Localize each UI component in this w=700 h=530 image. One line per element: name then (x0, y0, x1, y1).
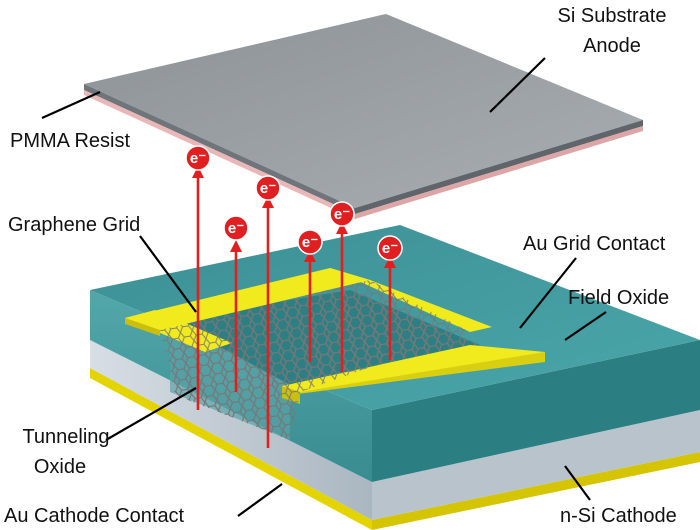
label-si-substrate: Si Substrate (558, 5, 667, 27)
electron-label: e⁻ (334, 206, 350, 223)
leader-au-grid (519, 257, 577, 329)
leader-field-oxide (564, 311, 607, 341)
electron-5: e⁻ (329, 201, 355, 227)
label-anode: Anode (583, 35, 641, 57)
leader-au-cathode (237, 483, 283, 517)
label-au-grid-contact: Au Grid Contact (523, 233, 666, 255)
electron-1: e⁻ (185, 145, 211, 171)
arrowhead-2 (230, 240, 242, 252)
n-si-cathode-layer (90, 340, 700, 520)
electron-2: e⁻ (223, 215, 249, 241)
leader-n-si (564, 465, 591, 501)
arrowhead-1 (192, 166, 204, 178)
leader-graphene (139, 235, 197, 313)
electron-trajectories (192, 166, 396, 448)
electron-6: e⁻ (377, 235, 403, 261)
si-substrate-anode-plate (84, 14, 643, 214)
electron-label: e⁻ (260, 180, 276, 197)
leader-lines (41, 57, 607, 517)
arrowhead-4 (304, 250, 316, 262)
label-oxide: Oxide (34, 456, 86, 478)
label-au-cathode-contact: Au Cathode Contact (4, 505, 185, 527)
label-n-si-cathode: n-Si Cathode (560, 505, 677, 527)
electron-label: e⁻ (302, 234, 318, 251)
electron-label: e⁻ (382, 240, 398, 257)
leader-tunneling (105, 387, 197, 441)
leader-si-substrate (489, 57, 546, 113)
label-tunneling: Tunneling (22, 426, 109, 448)
label-field-oxide: Field Oxide (568, 287, 669, 309)
electron-4: e⁻ (297, 229, 323, 255)
label-pmma-resist: PMMA Resist (10, 130, 130, 152)
electron-label: e⁻ (190, 150, 206, 167)
leader-pmma (41, 90, 101, 120)
arrowhead-6 (384, 256, 396, 268)
label-graphene-grid: Graphene Grid (8, 214, 140, 236)
arrowhead-5 (336, 222, 348, 234)
electron-3: e⁻ (255, 175, 281, 201)
arrowhead-3 (262, 196, 274, 208)
pmma-resist-layer (84, 90, 643, 219)
electron-label: e⁻ (228, 220, 244, 237)
graphene-grid-sheet (160, 280, 470, 440)
